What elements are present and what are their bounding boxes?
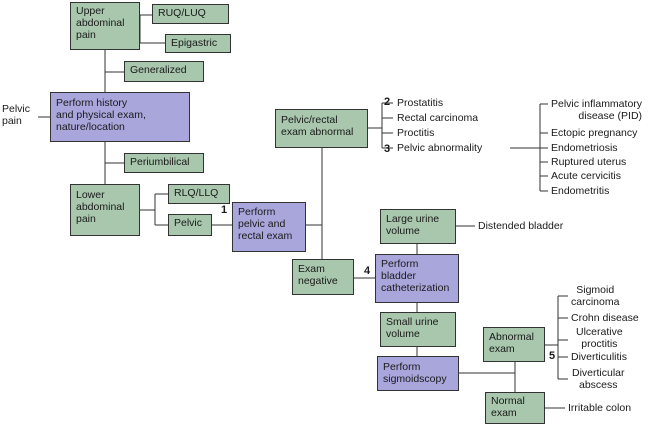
step-number-1: 1 xyxy=(221,204,228,216)
step-number-4: 4 xyxy=(364,265,371,277)
step-number-5: 5 xyxy=(549,350,556,362)
pelvic-box: Pelvic xyxy=(168,214,212,236)
crohn-disease-label: Crohn disease xyxy=(571,312,639,324)
ectopic-pregnancy-label: Ectopic pregnancy xyxy=(551,127,638,139)
pelvic-abnormality-label: Pelvic abnormality xyxy=(397,142,483,154)
endometritis-label: Endometritis xyxy=(551,185,610,197)
proctitis-label: Proctitis xyxy=(397,127,435,139)
epigastric-box: Epigastric xyxy=(165,34,231,53)
irritable-colon-label: Irritable colon xyxy=(568,402,632,414)
ruptured-uterus-label: Ruptured uterus xyxy=(551,156,627,168)
endometriosis-label: Endometriosis xyxy=(551,142,618,154)
rectal-carcinoma-label: Rectal carcinoma xyxy=(397,112,479,124)
step-number-3: 3 xyxy=(384,143,391,155)
step-number-2: 2 xyxy=(384,96,391,108)
diverticulitis-label: Diverticulitis xyxy=(571,351,628,363)
rlq-llq-box: RLQ/LLQ xyxy=(168,184,230,204)
generalized-box: Generalized xyxy=(124,61,204,82)
periumbilical-box: Periumbilical xyxy=(124,153,204,173)
ruq-luq-box: RUQ/LUQ xyxy=(152,4,229,24)
prostatitis-label: Prostatitis xyxy=(397,97,444,109)
distended-bladder-label: Distended bladder xyxy=(478,220,564,232)
acute-cervicitis-label: Acute cervicitis xyxy=(551,170,622,182)
